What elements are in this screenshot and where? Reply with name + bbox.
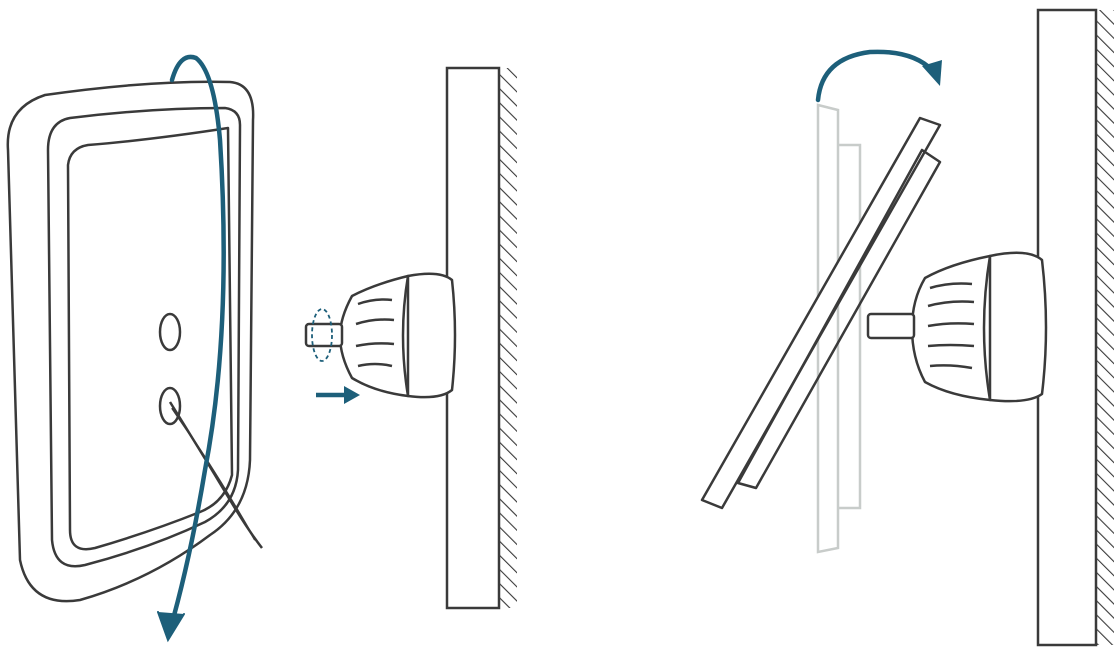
cable-hole xyxy=(158,386,182,426)
mount-hole xyxy=(158,312,182,352)
ghost-panel xyxy=(816,103,862,554)
power-cable xyxy=(168,401,263,549)
mount-knob-left xyxy=(304,272,457,399)
rotate-arrow-icon xyxy=(157,54,226,643)
mount-knob-right xyxy=(866,251,1048,403)
tilted-panel xyxy=(700,116,942,510)
device-back-panel xyxy=(6,80,255,603)
wall-left xyxy=(445,66,517,610)
tilt-arrow-icon xyxy=(815,49,942,103)
push-arrow-icon xyxy=(316,386,360,404)
wall-right xyxy=(1036,8,1114,647)
